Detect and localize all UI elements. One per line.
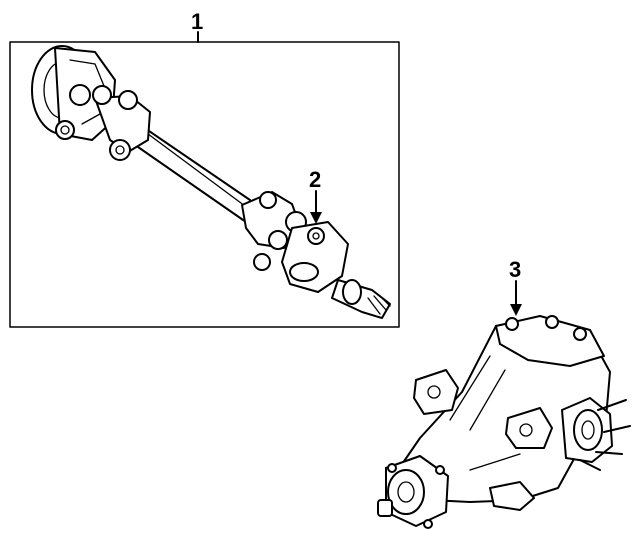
differential-carrier-icon[interactable] xyxy=(377,315,631,529)
callout-3-label: 3 xyxy=(509,257,521,282)
callout-2-label: 2 xyxy=(309,167,321,192)
callout-3-arrow xyxy=(510,304,522,316)
assembly-frame xyxy=(9,41,400,328)
universal-joint-icon[interactable] xyxy=(307,227,325,245)
callout-1-label: 1 xyxy=(191,9,203,34)
callout-2-arrow xyxy=(310,212,322,224)
axle-shaft-assembly-icon[interactable] xyxy=(31,45,391,319)
